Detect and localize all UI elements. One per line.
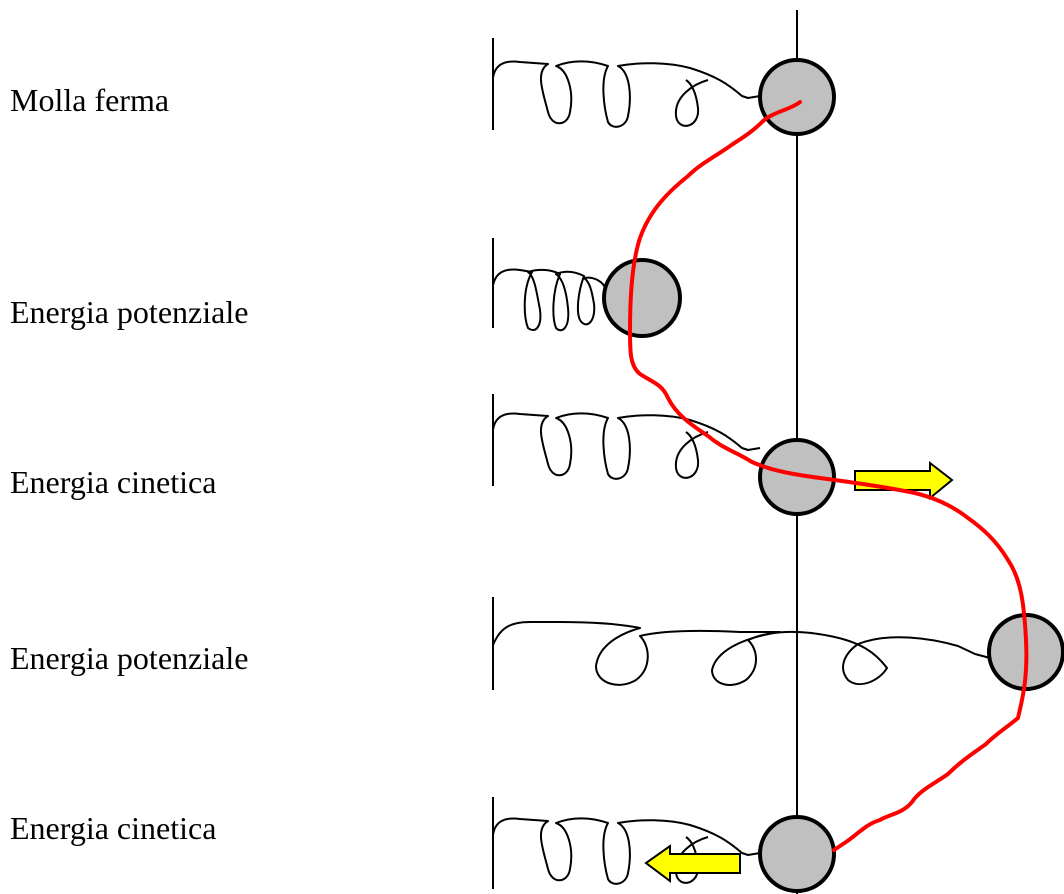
mass-rest [758,58,836,136]
mass-kinetic-left [758,815,836,893]
row-label-kinetic-left: Energia cinetica [10,810,217,846]
spring-kinetic-right [492,412,761,480]
mass-compressed [602,258,682,338]
spring-kinetic-left-inner-loop [674,836,709,884]
spring-kinetic-left [492,817,761,885]
trajectory-curve [628,100,1029,852]
spring-stretched [492,621,991,686]
spring-compressed [492,268,607,332]
row-label-compressed: Energia potenziale [10,294,249,330]
spring-rest-inner-loop [674,79,709,127]
row-label-kinetic-right: Energia cinetica [10,464,217,500]
row-label-stretched: Energia potenziale [10,640,249,676]
arrow-right-icon [854,460,954,501]
row-label-rest: Molla ferma [10,82,170,118]
arrow-left-icon [644,844,741,883]
spring-kinetic-right-inner-loop [674,431,709,479]
spring-rest [492,60,761,128]
mass-kinetic-right [758,438,836,516]
